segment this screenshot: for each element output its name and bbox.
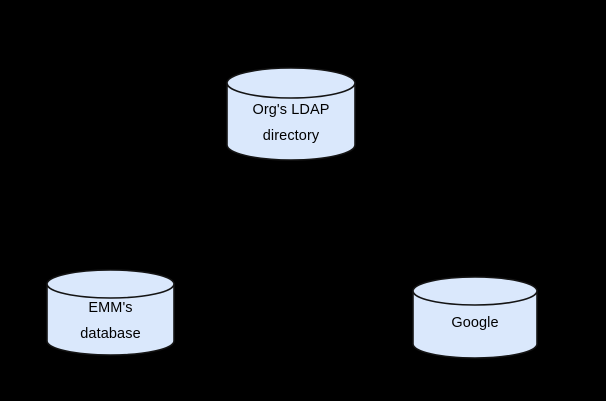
cylinder-shape-icon: [226, 67, 356, 161]
node-google[interactable]: Google: [412, 276, 538, 359]
cylinder-shape-icon: [46, 269, 175, 356]
node-org-ldap-directory[interactable]: Org's LDAP directory: [226, 67, 356, 161]
node-emm-database[interactable]: EMM's database: [46, 269, 175, 356]
cylinder-shape-icon: [412, 276, 538, 359]
